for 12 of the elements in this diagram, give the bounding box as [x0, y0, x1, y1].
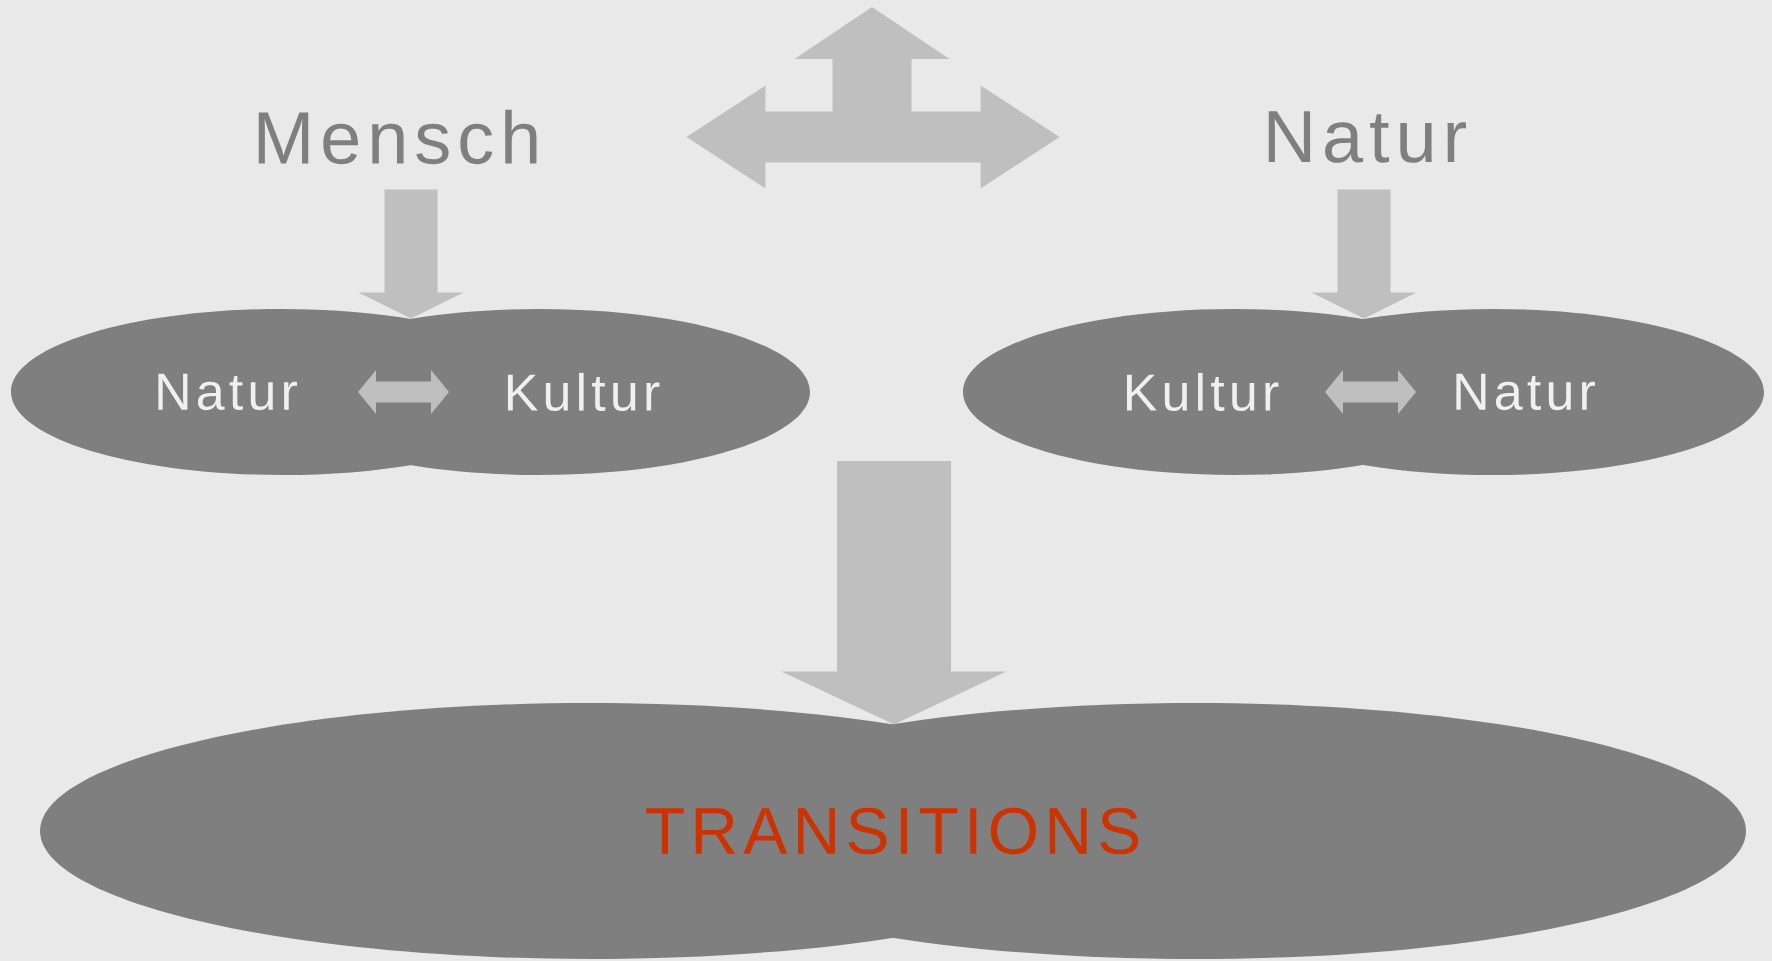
- label-text: Natur: [1456, 373, 1595, 411]
- arrow: [358, 370, 449, 414]
- t-arrow: [686, 7, 1060, 189]
- arrow: [358, 189, 464, 319]
- arrow: [781, 461, 1007, 725]
- label-text: Kultur: [1126, 372, 1279, 412]
- arrow: [1311, 189, 1417, 319]
- arrow: [1325, 370, 1416, 414]
- label-text: Mensch: [258, 109, 537, 165]
- label-text: Natur: [1268, 111, 1466, 163]
- label-text: Kultur: [507, 372, 660, 412]
- label-text: Natur: [158, 373, 297, 411]
